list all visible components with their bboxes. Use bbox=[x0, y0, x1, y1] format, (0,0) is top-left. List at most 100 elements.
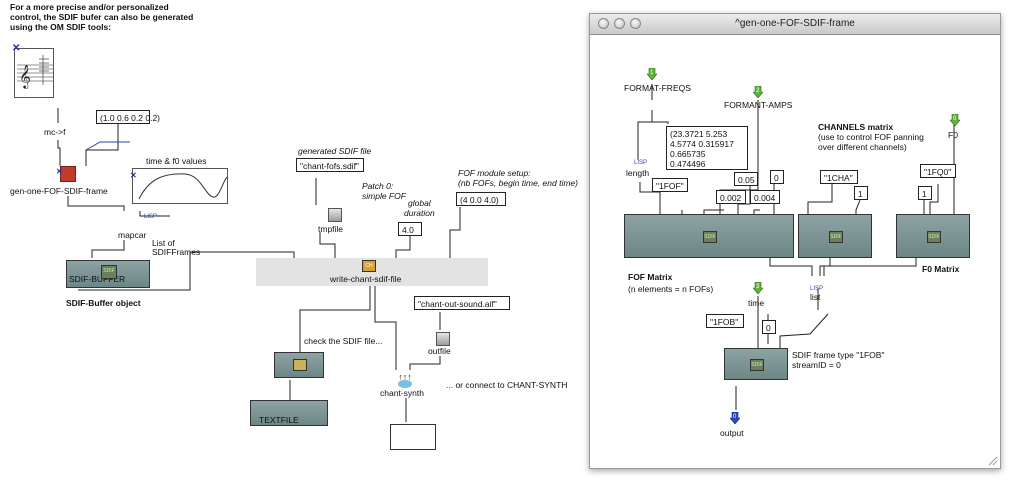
list-of-label-1: List of bbox=[152, 238, 175, 248]
close-button[interactable] bbox=[598, 18, 609, 29]
sdif-buffer-caption: SDIF-Buffer object bbox=[66, 298, 141, 308]
empty-box[interactable] bbox=[390, 424, 436, 450]
textfile-box[interactable]: TEXTFILE bbox=[250, 400, 328, 426]
bpf-editor[interactable] bbox=[132, 168, 228, 204]
svg-text:𝄞: 𝄞 bbox=[19, 64, 31, 89]
time-f0-label: time & f0 values bbox=[146, 156, 207, 166]
length-label[interactable]: length bbox=[626, 168, 650, 178]
chant-synth-label[interactable]: chant-synth bbox=[380, 388, 424, 398]
intro-text-line3: using the OM SDIF tools: bbox=[10, 22, 112, 32]
list-label[interactable]: list bbox=[810, 292, 821, 302]
inlet-0-number: 0 bbox=[953, 116, 957, 122]
patch-window: ^gen-one-FOF-SDIF-frame bbox=[589, 13, 1001, 469]
formant-amps-label: FORMANT-AMPS bbox=[724, 100, 793, 110]
chord-list-value[interactable]: (1.0 0.6 0.2 0.2) bbox=[96, 110, 160, 124]
bpf-curve bbox=[138, 173, 228, 200]
value-0-05[interactable]: 0.05 bbox=[734, 172, 758, 186]
chant-out-value[interactable]: "chant-out-sound.aif" bbox=[414, 296, 510, 310]
fof-setup-value[interactable]: (4 0.0 4.0) bbox=[456, 192, 506, 206]
sdif-icon: SDIF bbox=[101, 265, 117, 279]
value-0-002[interactable]: 0.002 bbox=[716, 190, 746, 204]
lisp-tag: LISP bbox=[144, 214, 158, 220]
value-1fof[interactable]: "1FOF" bbox=[652, 178, 688, 192]
chant-icon: CH bbox=[362, 260, 376, 272]
inlet-2-number: 2 bbox=[756, 88, 760, 94]
inlet-1-number: 1 bbox=[650, 70, 654, 76]
channels-desc-2: over different channels) bbox=[818, 142, 907, 152]
file-icon[interactable] bbox=[328, 208, 342, 222]
intro-text-line1: For a more precise and/or personalized bbox=[10, 2, 169, 12]
write-chant-label: write-chant-sdif-file bbox=[330, 274, 402, 284]
mapcar-label[interactable]: mapcar bbox=[118, 230, 147, 240]
sdif-buffer-label: SDIF-BUFFER bbox=[69, 274, 126, 284]
output-number: 0 bbox=[733, 414, 737, 420]
fof-setup-label-2: (nb FOFs, begin time, end time) bbox=[458, 178, 578, 188]
channels-matrix-box[interactable]: SDIF bbox=[798, 214, 872, 258]
tmpfile-label[interactable]: tmpfile bbox=[318, 224, 344, 234]
window-titlebar[interactable]: ^gen-one-FOF-SDIF-frame bbox=[590, 14, 1000, 35]
fof-matrix-caption: FOF Matrix bbox=[628, 272, 673, 282]
edit-icon bbox=[293, 359, 307, 371]
sdif-matrix-icon: SDIF bbox=[829, 231, 843, 243]
freq-values[interactable]: (23.3721 5.253 4.5774 0.315917 0.665735 … bbox=[666, 126, 748, 170]
synth-icon bbox=[398, 380, 412, 388]
close-x-icon[interactable]: ✕ bbox=[56, 167, 63, 176]
value-0-004[interactable]: 0.004 bbox=[750, 190, 780, 204]
write-chant-box[interactable]: CH write-chant-sdif-file bbox=[256, 258, 488, 286]
file-icon[interactable] bbox=[436, 332, 450, 346]
value-1-b[interactable]: 1 bbox=[918, 186, 932, 200]
lisp-tag: LISP bbox=[634, 160, 648, 166]
gen-frame-label[interactable]: gen-one-FOF-SDIF-frame bbox=[10, 186, 108, 196]
close-x-icon[interactable]: ✕ bbox=[130, 171, 137, 180]
inlet-0-arrow-icon[interactable]: 0 bbox=[949, 113, 961, 127]
inlet-2-arrow-icon[interactable]: 2 bbox=[752, 85, 764, 99]
mc-to-f-label[interactable]: mc->f bbox=[44, 127, 66, 137]
patch0-label-2: simple FOF bbox=[362, 191, 406, 201]
value-1fq0[interactable]: "1FQ0" bbox=[920, 164, 956, 178]
textfile-editor-box[interactable] bbox=[274, 352, 324, 378]
output-arrow-icon[interactable]: 0 bbox=[729, 411, 741, 425]
frame-type-label-2: streamID = 0 bbox=[792, 360, 841, 370]
patch0-label-1: Patch 0: bbox=[362, 181, 394, 191]
channels-desc-1: (use to control FOF panning bbox=[818, 132, 924, 142]
value-0-a[interactable]: 0 bbox=[770, 170, 784, 184]
chant-fofs-value[interactable]: "chant-fofs.sdif" bbox=[296, 158, 364, 172]
generated-file-label: generated SDIF file bbox=[298, 146, 372, 156]
connect-chant-label: ... or connect to CHANT-SYNTH bbox=[446, 380, 568, 390]
arrows-up-icon: ↑↑↑ bbox=[398, 372, 412, 382]
time-label: time bbox=[748, 298, 765, 308]
value-1-a[interactable]: 1 bbox=[854, 186, 868, 200]
channels-matrix-title: CHANNELS matrix bbox=[818, 122, 894, 132]
outfile-label[interactable]: outfile bbox=[428, 346, 451, 356]
sdif-buffer-box[interactable]: SDIF-BUFFER SDIF bbox=[66, 260, 150, 288]
zoom-button[interactable] bbox=[630, 18, 641, 29]
intro-text-line2: control, the SDIF bufer can also be gene… bbox=[10, 12, 194, 22]
check-sdif-label: check the SDIF file... bbox=[304, 336, 383, 346]
fof-setup-label-1: FOF module setup: bbox=[458, 168, 531, 178]
global-label-2: duration bbox=[404, 208, 435, 218]
inlet-1-arrow-icon[interactable]: 1 bbox=[646, 67, 658, 81]
sdif-frame-box[interactable]: SDIF bbox=[724, 348, 788, 380]
frame-type-label-1: SDIF frame type "1FOB" bbox=[792, 350, 885, 360]
window-title: ^gen-one-FOF-SDIF-frame bbox=[735, 18, 855, 29]
output-label: output bbox=[720, 428, 744, 438]
inlet-3-number: 3 bbox=[756, 284, 760, 290]
inlet-3-arrow-icon[interactable]: 3 bbox=[752, 281, 764, 295]
global-label-1: global bbox=[408, 198, 431, 208]
fof-matrix-box[interactable]: SDIF bbox=[624, 214, 794, 258]
gen-frame-icon[interactable] bbox=[60, 166, 76, 182]
f0-matrix-box[interactable]: SDIF bbox=[896, 214, 970, 258]
value-1fob[interactable]: "1FOB" bbox=[706, 314, 744, 328]
duration-value[interactable]: 4.0 bbox=[398, 222, 422, 236]
score-box[interactable]: 𝄞 bbox=[14, 48, 54, 98]
sdif-matrix-icon: SDIF bbox=[927, 231, 941, 243]
minimize-button[interactable] bbox=[614, 18, 625, 29]
value-1cha[interactable]: "1CHA" bbox=[820, 170, 858, 184]
value-0-b[interactable]: 0 bbox=[762, 320, 776, 334]
f0-label: F0 bbox=[948, 130, 958, 140]
f0-matrix-caption: F0 Matrix bbox=[922, 264, 960, 274]
resize-handle-icon[interactable] bbox=[988, 456, 998, 466]
close-x-icon[interactable]: ✕ bbox=[12, 43, 21, 54]
textfile-label: TEXTFILE bbox=[259, 415, 299, 425]
format-freqs-label: FORMAT-FREQS bbox=[624, 83, 691, 93]
